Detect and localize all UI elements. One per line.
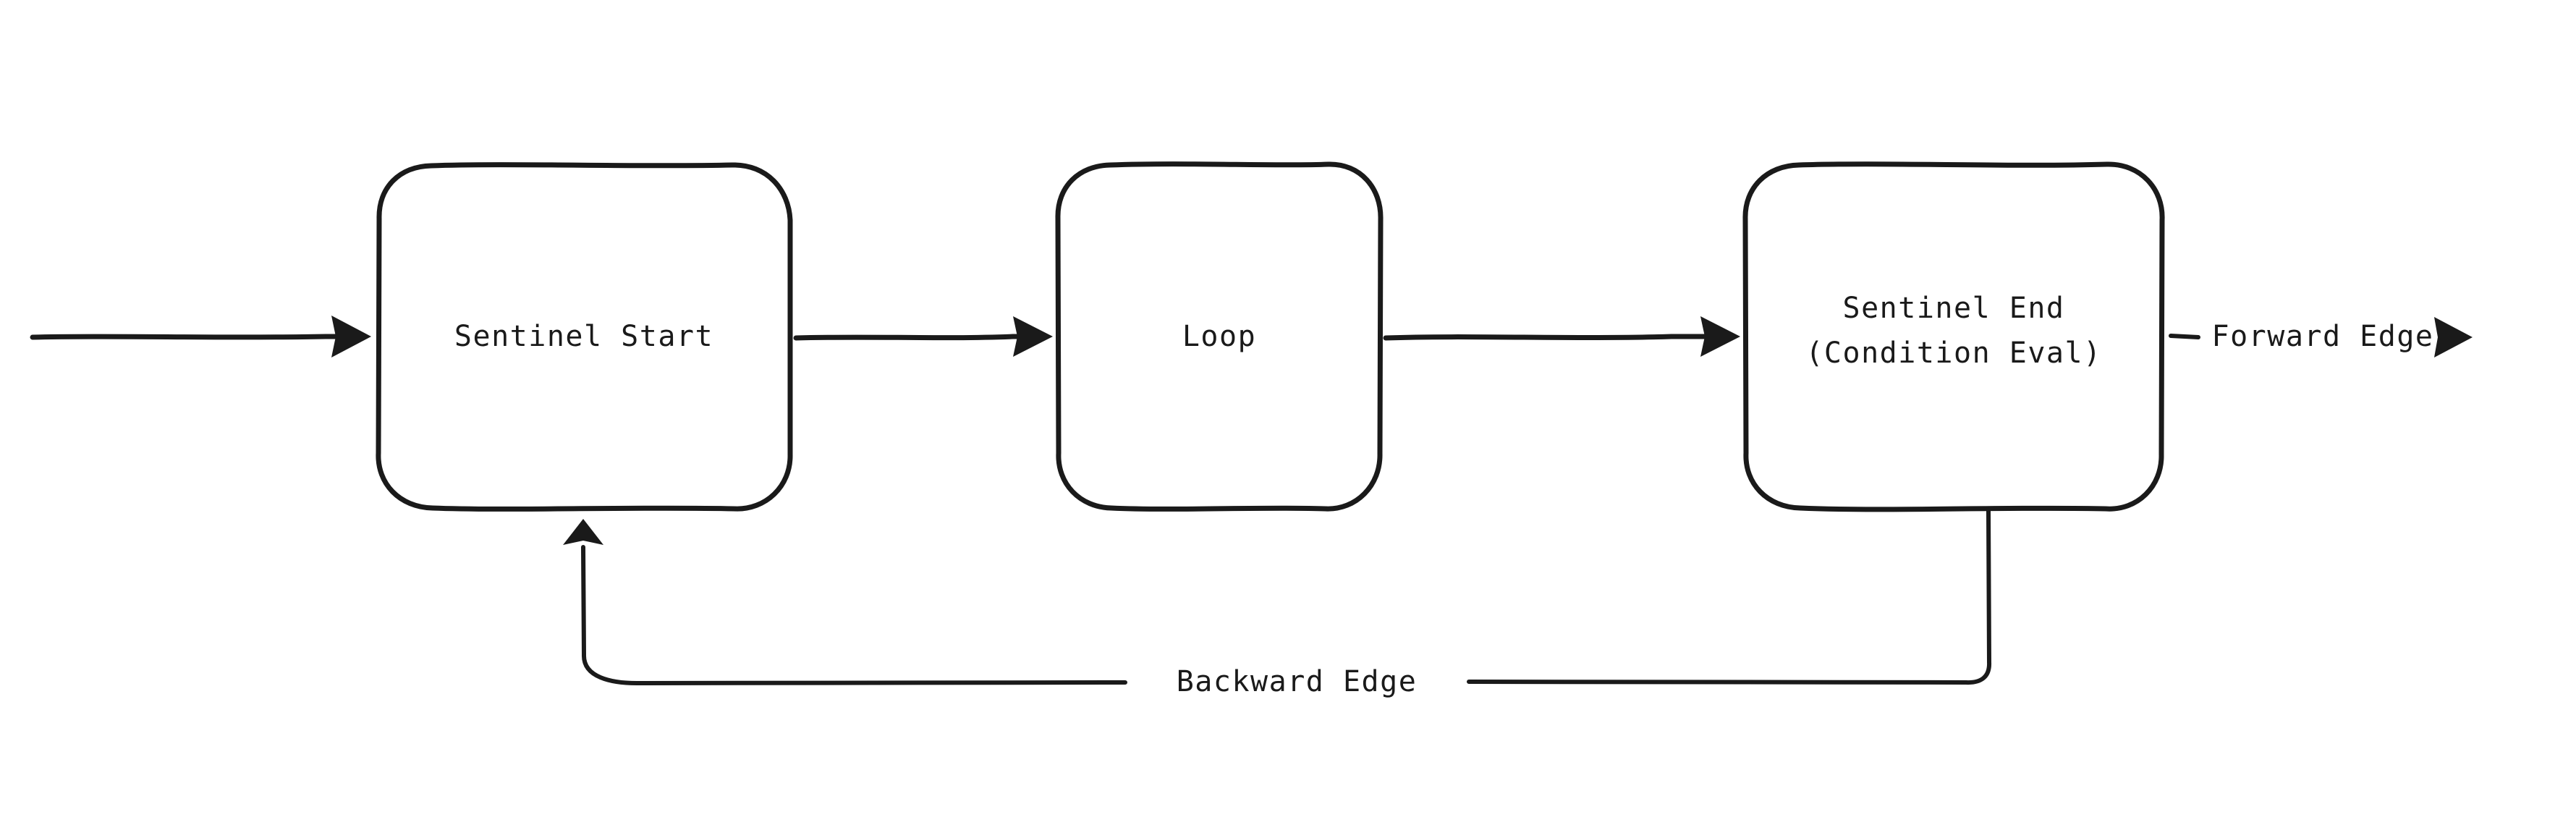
node-loop[interactable]: Loop xyxy=(1055,161,1384,512)
edge-loop-to-end xyxy=(1383,316,1740,357)
edge-forward: Forward Edge xyxy=(2169,317,2473,358)
loop-to-end-line xyxy=(1383,334,1712,341)
loop-to-end-arrowhead-icon xyxy=(1700,316,1740,357)
backward-edge-arrowhead-icon xyxy=(563,519,603,545)
backward-edge-left-segment xyxy=(581,545,1127,685)
backward-edge-label: Backward Edge xyxy=(1177,665,1418,698)
edge-backward: Backward Edge xyxy=(563,509,1992,698)
node-sentinel-end-label-line1: Sentinel End xyxy=(1843,292,2065,325)
start-to-loop-line xyxy=(793,334,1025,341)
forward-edge-arrowhead-icon xyxy=(2434,317,2473,358)
node-sentinel-start-label: Sentinel Start xyxy=(454,320,713,353)
node-sentinel-end-shape xyxy=(1742,161,2165,512)
backward-edge-right-segment xyxy=(1467,509,1992,685)
node-sentinel-end[interactable]: Sentinel End (Condition Eval) xyxy=(1742,161,2165,512)
edge-start-to-loop xyxy=(793,316,1053,357)
node-loop-label: Loop xyxy=(1182,320,1256,353)
node-sentinel-end-label-line2: (Condition Eval) xyxy=(1805,337,2101,370)
node-sentinel-start-shape xyxy=(376,162,793,512)
forward-edge-label: Forward Edge xyxy=(2212,320,2434,353)
edge-entry xyxy=(30,316,371,358)
forward-edge-stub-line xyxy=(2169,334,2200,339)
entry-arrowhead-icon xyxy=(331,316,371,358)
start-to-loop-arrowhead-icon xyxy=(1013,316,1053,357)
node-loop-shape xyxy=(1055,161,1384,512)
node-sentinel-start[interactable]: Sentinel Start xyxy=(376,162,793,512)
